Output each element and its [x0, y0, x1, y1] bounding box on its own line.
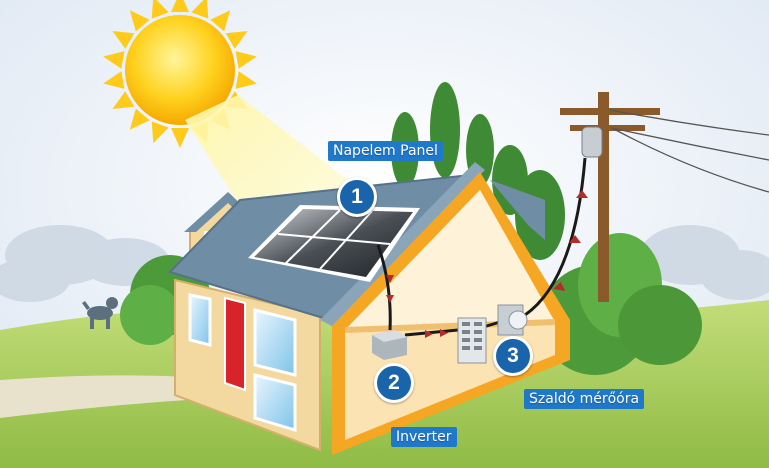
solar-panel-label: Napelem Panel [328, 141, 443, 161]
inverter-icon [372, 330, 407, 360]
dog-icon [82, 297, 118, 329]
step-badge-2: 2 [374, 363, 414, 403]
meter-icon [497, 304, 528, 336]
current-direction-arrows [386, 190, 588, 338]
net-meter-label: Szaldó mérőóra [524, 389, 645, 409]
inverter-label: Inverter [391, 427, 457, 447]
breaker-panel-icon [457, 317, 487, 364]
step-badge-3: 3 [493, 336, 533, 376]
step-badge-1: 1 [337, 177, 377, 217]
utility-pole-icon [560, 92, 769, 302]
background-trees [0, 225, 769, 302]
solar-panel-icon [248, 205, 420, 282]
